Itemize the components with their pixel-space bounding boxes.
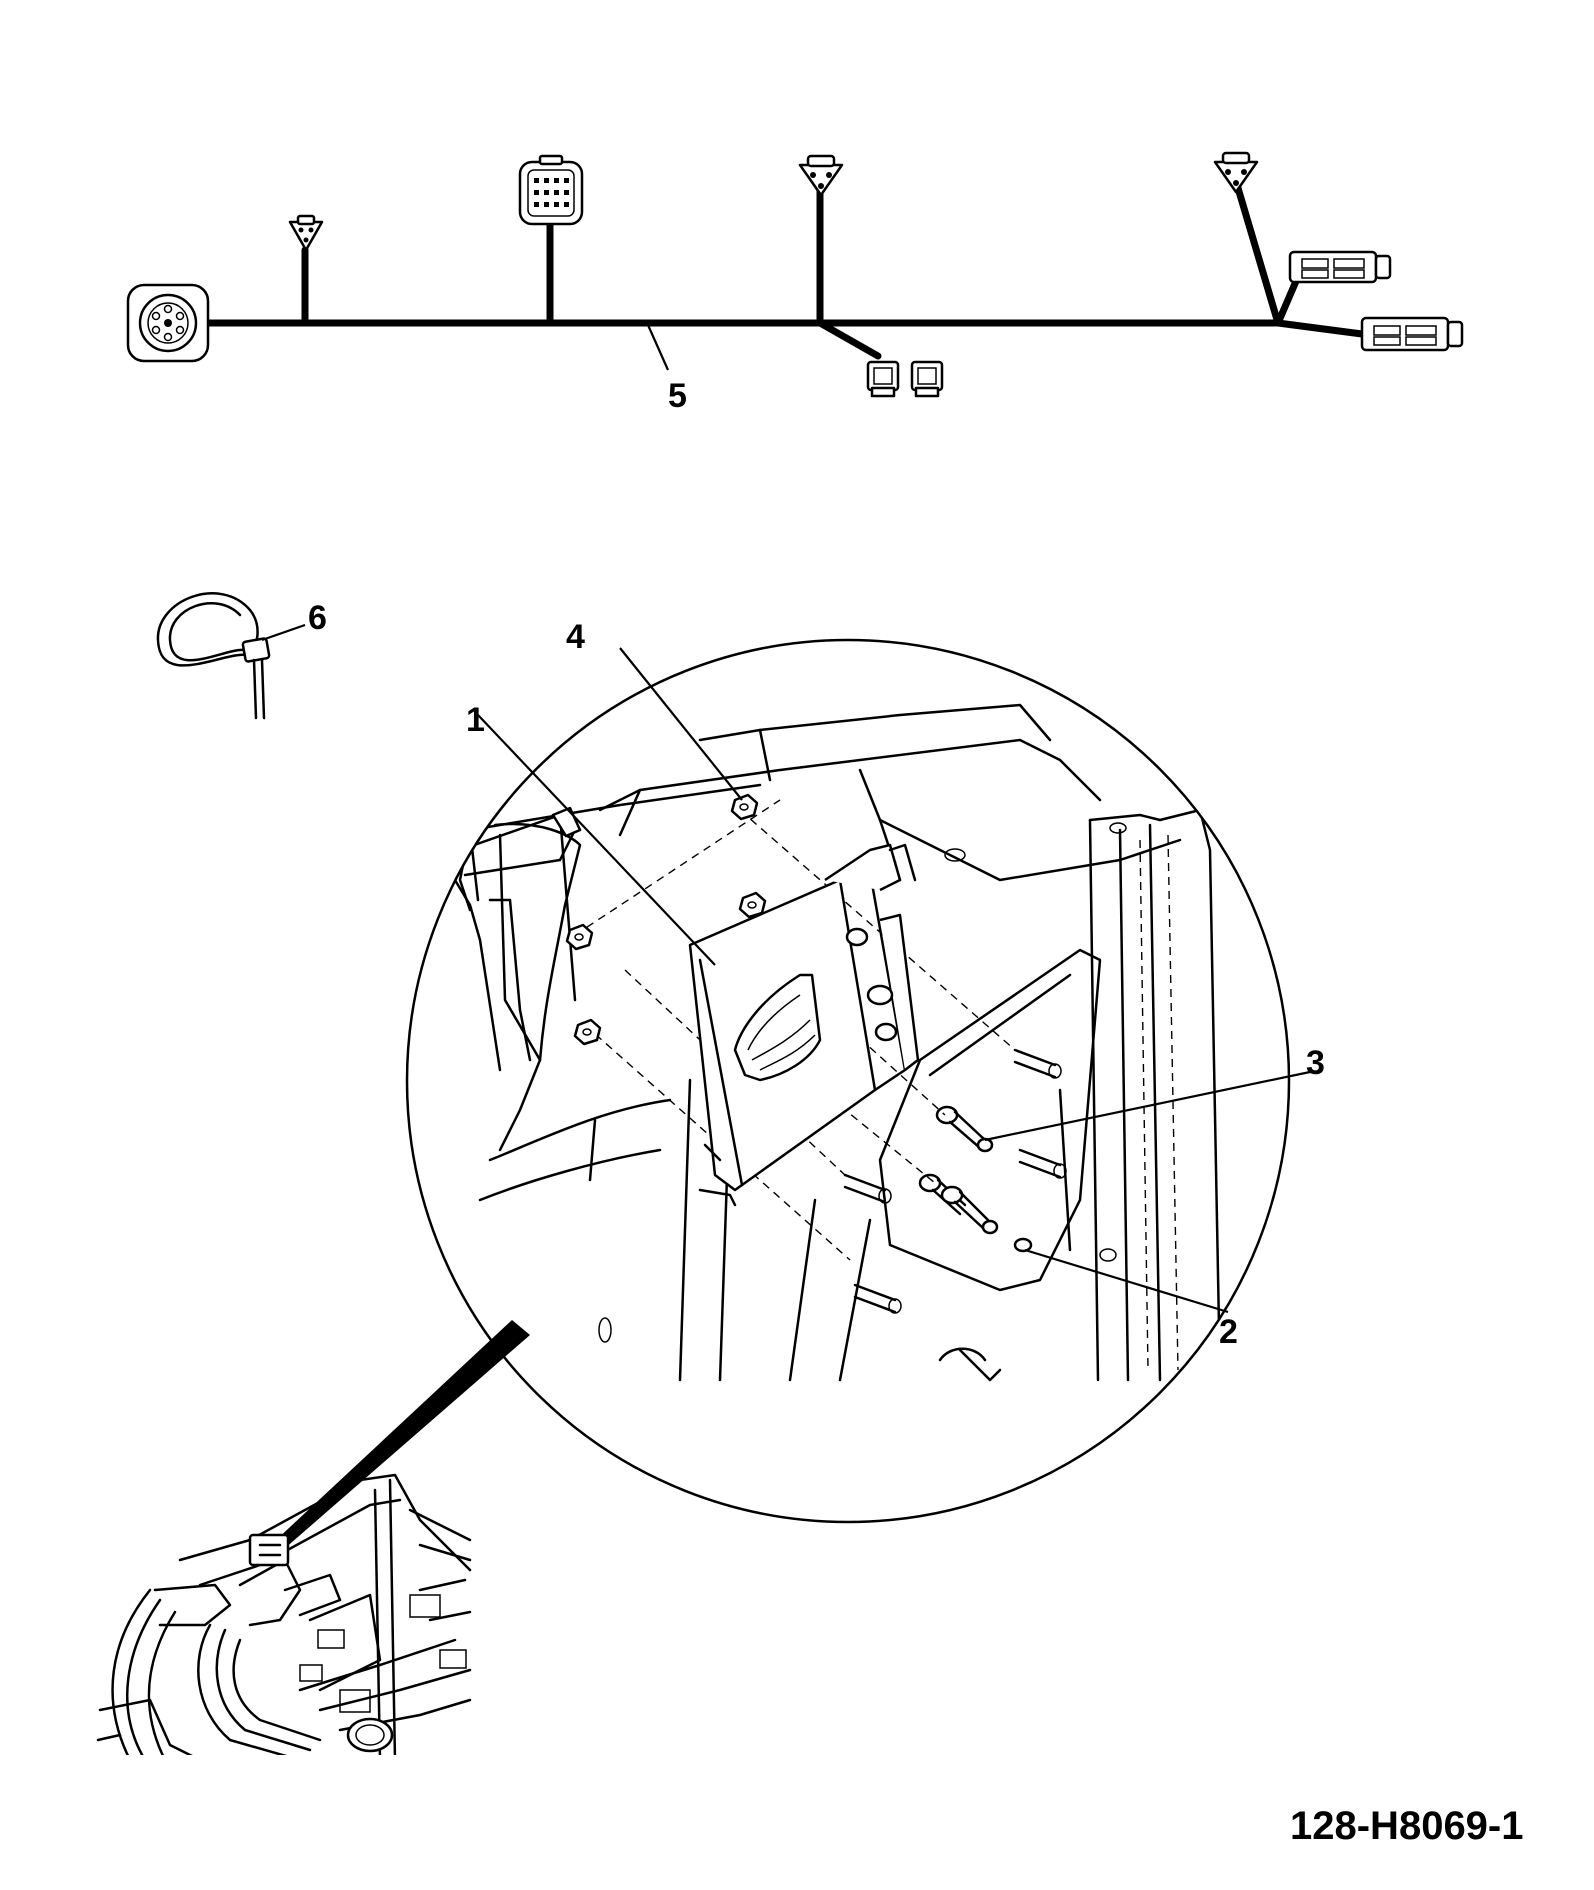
mounting-stud — [1018, 1148, 1067, 1179]
mounting-stud — [1013, 1048, 1062, 1079]
bolt — [940, 1185, 999, 1235]
cable-tie — [156, 592, 306, 720]
callout-2: 2 — [1219, 1313, 1238, 1351]
block-connector — [1360, 316, 1464, 352]
callout-labels: 1 2 3 4 5 6 — [308, 377, 1325, 1351]
callout-5: 5 — [668, 377, 687, 415]
nut — [730, 793, 759, 821]
wiring-harness — [126, 151, 1464, 398]
machine-overview — [96, 1473, 472, 1755]
triangle-connector — [1213, 151, 1259, 194]
detail-pointer — [260, 1320, 530, 1563]
nut — [565, 923, 594, 951]
callout-3: 3 — [1306, 1044, 1325, 1082]
triangle-connector — [798, 154, 844, 197]
triangle-connector — [288, 214, 324, 252]
mounting-stud — [843, 1173, 892, 1204]
clip-connector-pair — [866, 360, 944, 398]
square-connector — [518, 154, 584, 226]
round-connector — [126, 283, 210, 363]
harness-branch — [1234, 184, 1282, 327]
callout-6: 6 — [308, 599, 327, 637]
nut — [573, 1018, 602, 1046]
bolt — [935, 1105, 994, 1153]
nut — [738, 891, 767, 919]
control-module — [688, 843, 920, 1207]
figure-id: 128-H8069-1 — [1290, 1804, 1524, 1848]
harness-branch — [816, 319, 882, 360]
callout-4: 4 — [566, 618, 585, 656]
block-connector — [1288, 250, 1392, 284]
harness-branch — [1274, 319, 1366, 338]
detail-magnifier — [405, 638, 1311, 1524]
mounting-stud — [853, 1283, 902, 1314]
callout-1: 1 — [466, 701, 485, 739]
